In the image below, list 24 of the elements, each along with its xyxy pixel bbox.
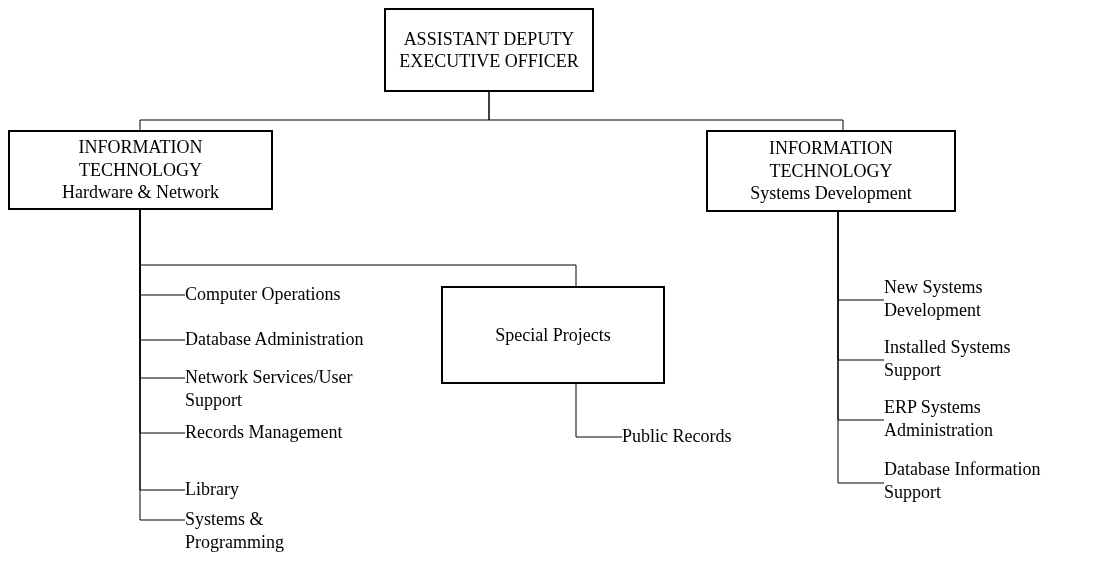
org-box bbox=[706, 130, 956, 212]
connector-line bbox=[488, 91, 844, 131]
unit-label: Records Management bbox=[185, 421, 395, 447]
unit-subtitle: Hardware & Network bbox=[62, 181, 219, 204]
org-box bbox=[441, 286, 665, 384]
unit-title: INFORMATION TECHNOLOGY bbox=[77, 136, 204, 182]
unit-title: INFORMATION TECHNOLOGY bbox=[768, 137, 894, 183]
org-box bbox=[384, 8, 594, 92]
unit-label: Installed Systems Support bbox=[884, 336, 1044, 386]
connector-line bbox=[575, 383, 623, 438]
unit-label: Systems & Programming bbox=[185, 508, 315, 558]
connector-line bbox=[837, 211, 885, 484]
unit-label: ERP Systems Administration bbox=[884, 396, 1029, 446]
unit-title: ASSISTANT DEPUTY EXECUTIVE OFFICER bbox=[398, 27, 580, 73]
unit-title: Special Projects bbox=[495, 323, 611, 347]
unit-label: Database Information Support bbox=[884, 458, 1096, 508]
unit-subtitle: Systems Development bbox=[750, 182, 912, 205]
org-box bbox=[8, 130, 273, 210]
unit-label: Public Records bbox=[622, 425, 782, 451]
unit-label: Database Administration bbox=[185, 328, 430, 354]
unit-label: Network Services/User Support bbox=[185, 366, 397, 416]
unit-label: New Systems Development bbox=[884, 276, 1009, 326]
unit-label: Library bbox=[185, 478, 275, 504]
unit-label: Computer Operations bbox=[185, 283, 395, 309]
